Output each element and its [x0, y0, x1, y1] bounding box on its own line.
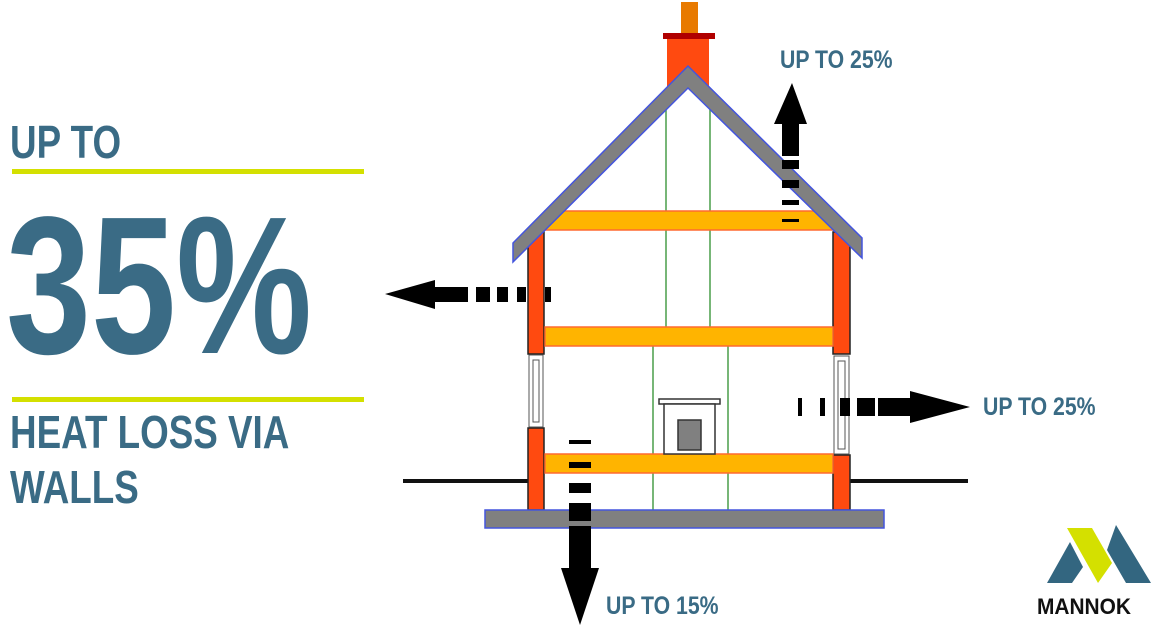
house-illustration [403, 2, 968, 529]
wall-left-lower [527, 427, 545, 511]
logo-mountain-right [1107, 525, 1151, 583]
chimney-pot [681, 2, 698, 34]
wall-right-lower [832, 454, 851, 511]
foundation-slab [484, 509, 885, 529]
headline-value: 35% [6, 177, 312, 396]
logo-mountain-left [1047, 542, 1083, 583]
label-roof-loss: UP TO 25% [780, 45, 893, 73]
fireplace [658, 398, 721, 455]
headline-up-to: UP TO [10, 116, 121, 168]
logo-text: MANNOK [1037, 595, 1131, 620]
beam-first-floor [544, 326, 834, 347]
label-windows-loss: UP TO 25% [983, 392, 1096, 420]
ground-line-right [850, 479, 968, 483]
chimney-cap [663, 33, 715, 39]
divider-top [12, 169, 364, 174]
divider-bottom [12, 397, 364, 402]
wall-left-upper [527, 231, 545, 355]
mannok-logo: MANNOK [1037, 525, 1151, 619]
arrow-walls-left [385, 280, 551, 309]
headline-heat-loss: HEAT LOSS VIA [10, 406, 289, 458]
headline-walls: WALLS [10, 461, 139, 513]
arrow-windows-right [798, 391, 970, 423]
ground-line-left [403, 479, 528, 483]
arrow-roof-up [774, 83, 807, 222]
label-floor-loss: UP TO 15% [606, 591, 719, 619]
arrow-floor-down [561, 440, 599, 625]
wall-right-upper [832, 231, 851, 355]
roof [512, 64, 863, 264]
logo-mountain-middle [1067, 528, 1112, 583]
